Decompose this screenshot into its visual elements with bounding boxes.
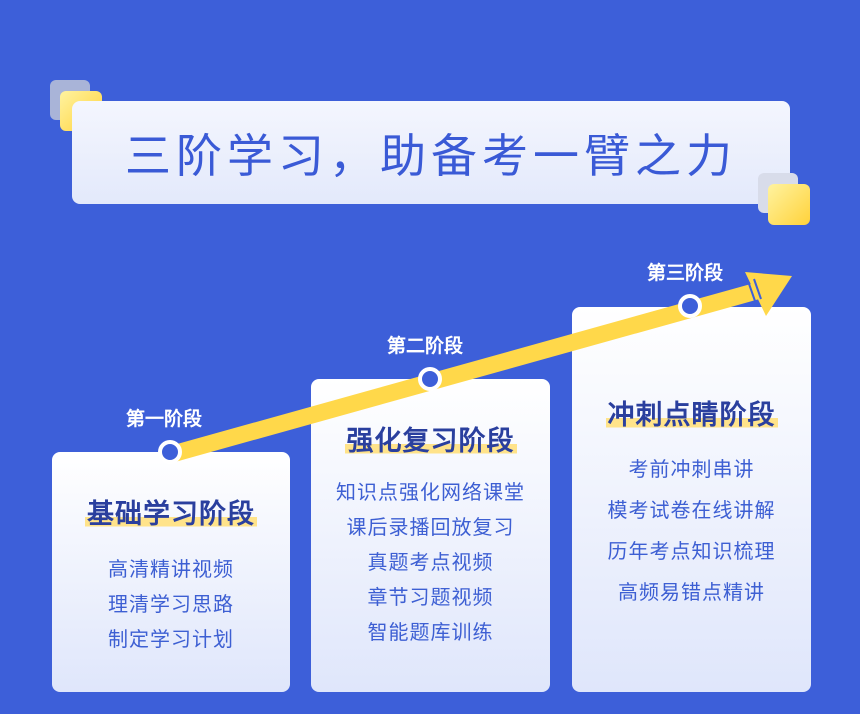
stage-card-title: 强化复习阶段	[344, 426, 517, 457]
arrow-stripe	[753, 278, 762, 300]
stage-item: 知识点强化网络课堂	[336, 480, 525, 504]
title-banner: 三阶学习，助备考一臂之力	[72, 101, 790, 204]
arrow-stripe	[747, 280, 756, 302]
stage-item: 章节习题视频	[367, 585, 494, 609]
arrow-head-icon	[745, 272, 792, 316]
stage-card-title: 冲刺点睛阶段	[605, 400, 778, 431]
stage-item: 考前冲刺串讲	[628, 457, 755, 481]
stage-item: 历年考点知识梳理	[607, 539, 776, 563]
stage-item: 智能题库训练	[367, 620, 494, 644]
stage-item: 真题考点视频	[367, 550, 494, 574]
arrow-shaft	[170, 282, 763, 462]
stage-item-list: 考前冲刺串讲 模考试卷在线讲解 历年考点知识梳理 高频易错点精讲	[572, 449, 811, 613]
stage-label-2: 第二阶段	[387, 335, 464, 357]
stage-label-1: 第一阶段	[126, 408, 203, 430]
stage-item: 课后录播回放复习	[346, 515, 515, 539]
stage-card-2: 强化复习阶段 知识点强化网络课堂 课后录播回放复习 真题考点视频 章节习题视频 …	[311, 379, 550, 692]
stage-label-3: 第三阶段	[647, 262, 724, 284]
decor-square-yellow-right	[768, 184, 810, 225]
stage-card-1: 基础学习阶段 高清精讲视频 理清学习思路 制定学习计划	[52, 452, 290, 692]
stage-card-title: 基础学习阶段	[85, 499, 257, 530]
stage-item: 高频易错点精讲	[618, 580, 765, 604]
stage-item: 制定学习计划	[108, 627, 234, 651]
stage-item: 理清学习思路	[108, 592, 234, 616]
stage-dot-3	[678, 294, 702, 318]
stage-dot-1	[158, 440, 182, 464]
stage-dot-2	[418, 367, 442, 391]
stage-item-list: 高清精讲视频 理清学习思路 制定学习计划	[52, 552, 290, 657]
page-title: 三阶学习，助备考一臂之力	[125, 128, 737, 183]
stage-item-list: 知识点强化网络课堂 课后录播回放复习 真题考点视频 章节习题视频 智能题库训练	[311, 475, 550, 650]
stage-card-3: 冲刺点睛阶段 考前冲刺串讲 模考试卷在线讲解 历年考点知识梳理 高频易错点精讲	[572, 307, 811, 692]
stage-item: 高清精讲视频	[108, 557, 234, 581]
stage-item: 模考试卷在线讲解	[607, 498, 776, 522]
